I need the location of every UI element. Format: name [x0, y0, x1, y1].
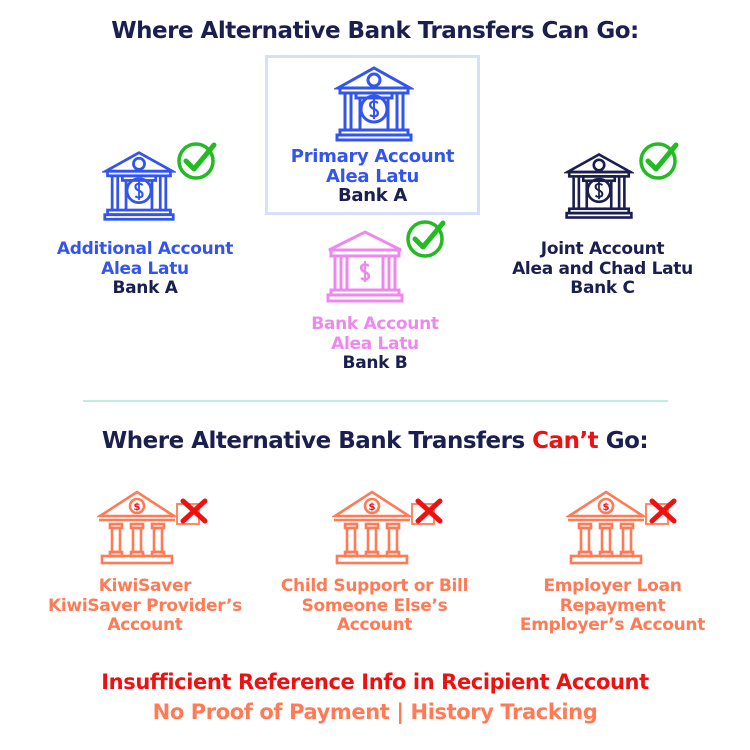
can-go-title: Where Alternative Bank Transfers Can Go: — [0, 18, 750, 44]
destination-line: Someone Else’s — [301, 595, 448, 616]
bank-dollar-icon — [325, 228, 405, 306]
svg-text:$: $ — [603, 502, 610, 513]
additional-account-label: Additional Account Alea Latu Bank A — [30, 239, 260, 299]
account-holder: Alea and Chad Latu — [512, 258, 693, 279]
account-type: Additional Account — [56, 239, 234, 259]
title-suffix: Go: — [605, 428, 649, 454]
employer-loan-label: Employer Loan Repayment Employer’s Accou… — [505, 576, 720, 636]
bank-name: Bank A — [337, 185, 408, 206]
bank-b-account-label: Bank Account Alea Latu Bank B — [265, 314, 485, 374]
title-text: Where Alternative Bank Transfers — [111, 18, 535, 44]
bank-name: Bank B — [342, 353, 408, 373]
footer-consequences: No Proof of Payment | History Tracking — [152, 700, 598, 724]
account-holder: Alea Latu — [331, 333, 419, 354]
bank-name: Bank A — [112, 278, 178, 298]
x-mark-icon — [645, 498, 677, 526]
account-type: Joint Account — [540, 239, 665, 259]
section-divider — [83, 400, 668, 402]
title-emph: Can’t — [532, 428, 599, 454]
check-icon — [638, 139, 680, 181]
title-text: Where Alternative Bank Transfers — [101, 428, 525, 454]
child-support-label: Child Support or Bill Someone Else’s Acc… — [262, 576, 487, 636]
destination-line: Repayment — [559, 595, 666, 616]
account-holder: Alea Latu — [325, 165, 420, 187]
bank-columns-icon: $ — [566, 488, 646, 566]
x-mark-icon — [176, 498, 208, 526]
primary-account-highlight-box — [265, 55, 480, 215]
check-icon — [176, 139, 218, 181]
destination-line: KiwiSaver Provider’s — [48, 595, 242, 616]
joint-account-label: Joint Account Alea and Chad Latu Bank C — [495, 239, 710, 299]
kiwisaver-label: KiwiSaver KiwiSaver Provider’s Account — [45, 576, 245, 636]
check-icon — [405, 217, 447, 259]
bank-dollar-icon — [334, 64, 414, 144]
title-suffix: Go: — [596, 18, 639, 44]
bank-columns-icon: $ — [97, 488, 177, 566]
bank-dollar-icon — [102, 148, 176, 224]
destination-line: Employer’s Account — [519, 615, 706, 635]
bank-columns-icon: $ — [332, 488, 412, 566]
svg-text:$: $ — [369, 502, 376, 513]
account-type: Primary Account — [290, 146, 455, 167]
x-mark-icon — [411, 498, 443, 526]
cant-go-title: Where Alternative Bank Transfers Can’t G… — [0, 428, 750, 454]
svg-text:$: $ — [134, 502, 141, 513]
destination-line: Employer Loan — [543, 576, 682, 596]
destination-line: KiwiSaver — [98, 576, 192, 596]
destination-line: Account — [336, 615, 413, 635]
destination-line: Child Support or Bill — [280, 576, 469, 596]
footer-warning: Insufficient Reference Info in Recipient… — [101, 670, 649, 694]
destination-line: Account — [107, 615, 183, 635]
primary-account-label: Primary Account Alea Latu Bank A — [265, 147, 480, 206]
bank-name: Bank C — [570, 278, 635, 298]
account-type: Bank Account — [311, 314, 439, 334]
account-holder: Alea Latu — [101, 258, 189, 279]
bank-dollar-icon — [564, 148, 634, 224]
title-emph: Can — [541, 18, 590, 44]
